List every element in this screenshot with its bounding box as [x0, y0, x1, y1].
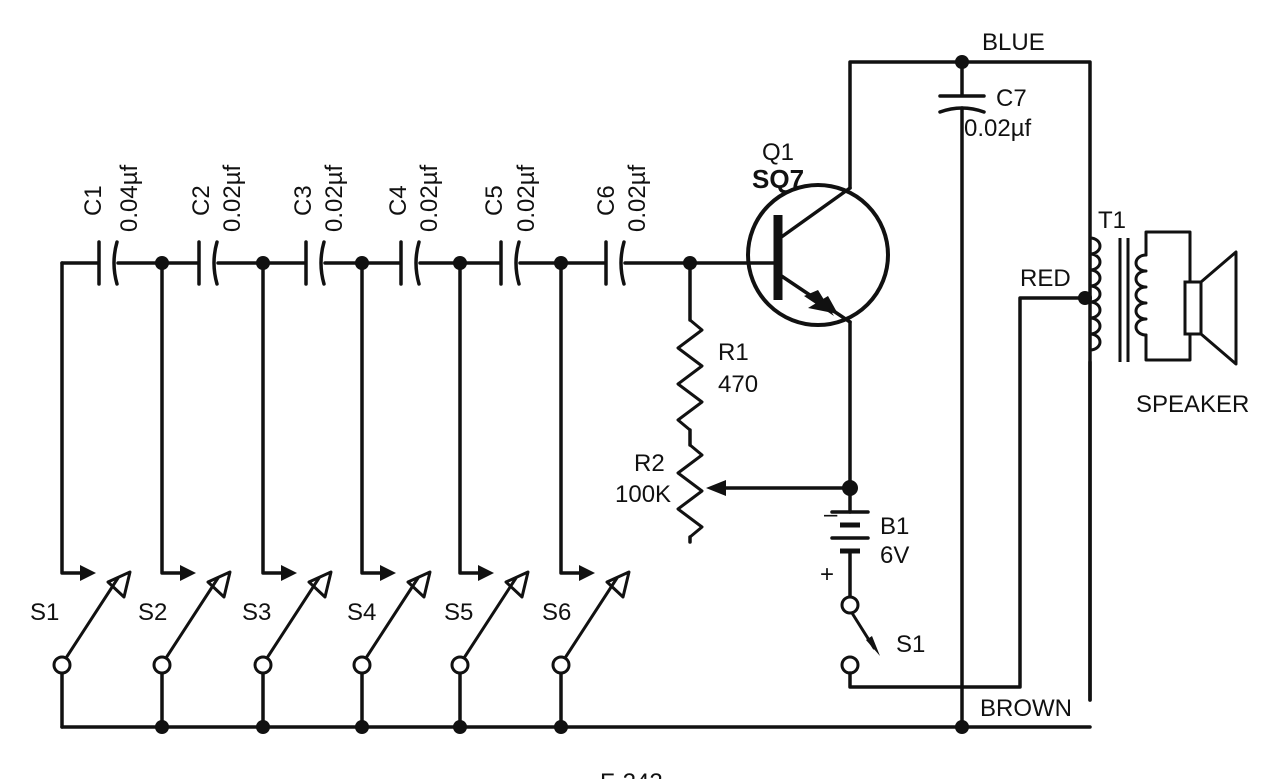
figure-caption: F-242 [600, 769, 663, 779]
r2-label: R2 [634, 450, 665, 477]
speaker-icon [1183, 250, 1238, 366]
switch-ladder [52, 261, 631, 729]
c5-value: 0.02µf [513, 164, 540, 232]
capacitor-c6 [604, 240, 626, 286]
battery-plus: + [820, 561, 834, 588]
transformer-t1 [1088, 230, 1192, 702]
battery-minus: – [824, 501, 838, 528]
capacitor-c5 [499, 240, 521, 286]
c2-label: C2 [188, 185, 215, 216]
collector-wire [848, 60, 1092, 702]
c7-value: 0.02µf [964, 115, 1032, 142]
battery-b1 [830, 510, 870, 600]
brown-wire-label: BROWN [980, 695, 1072, 722]
switch-s3-label: S3 [242, 599, 271, 626]
c3-label: C3 [290, 185, 317, 216]
speaker-label: SPEAKER [1136, 391, 1249, 418]
resistor-r1 [676, 261, 704, 447]
q1-type: SQ7 [752, 164, 804, 194]
c5-label: C5 [481, 185, 508, 216]
c4-label: C4 [385, 185, 412, 216]
transistor-q1 [746, 183, 890, 327]
switch-s1-label: S1 [30, 599, 59, 626]
c7-label: C7 [996, 85, 1027, 112]
junction-dots [155, 55, 1092, 734]
capacitor-c7 [938, 60, 986, 729]
switch-s4-label: S4 [347, 599, 376, 626]
switch-s5-label: S5 [444, 599, 473, 626]
c2-value: 0.02µf [219, 164, 246, 232]
c6-value: 0.02µf [624, 164, 651, 232]
t1-label: T1 [1098, 207, 1126, 234]
blue-wire-label: BLUE [982, 29, 1045, 56]
capacitor-c2 [197, 240, 219, 286]
power-switch [840, 296, 1087, 689]
c3-value: 0.02µf [321, 164, 348, 232]
resistor-r2 [676, 443, 852, 544]
r1-value: 470 [718, 371, 758, 398]
c1-value: 0.04µf [116, 164, 143, 232]
switch-s6-label: S6 [542, 599, 571, 626]
capacitor-c3 [304, 240, 326, 286]
red-wire-label: RED [1020, 265, 1071, 292]
capacitor-c1 [97, 240, 119, 286]
c4-value: 0.02µf [416, 164, 443, 232]
capacitor-c4 [399, 240, 421, 286]
switch-s2-label: S2 [138, 599, 167, 626]
b1-label: B1 [880, 513, 909, 540]
r1-label: R1 [718, 339, 749, 366]
c6-label: C6 [593, 185, 620, 216]
c1-label: C1 [80, 185, 107, 216]
power-switch-label: S1 [896, 631, 925, 658]
b1-value: 6V [880, 542, 909, 569]
q1-label: Q1 [762, 139, 794, 166]
r2-value: 100K [615, 481, 671, 508]
